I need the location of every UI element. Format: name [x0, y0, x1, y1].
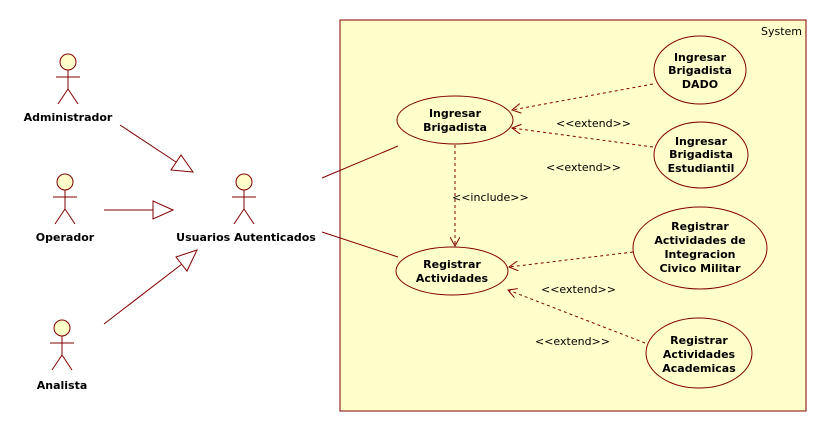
use-case-label: Brigadista — [423, 121, 487, 134]
extend-label: <<extend>> — [535, 335, 610, 348]
extend-academicas: <<extend>> — [508, 290, 646, 348]
actor-administrador[interactable]: Administrador — [24, 53, 113, 124]
include-label: <<include>> — [452, 191, 529, 204]
use-case-registrar-academicas[interactable]: Registrar Actividades Academicas — [645, 317, 753, 389]
actor-usuarios-autenticados[interactable]: Usuarios Autenticados — [176, 173, 316, 244]
generalization-operador — [104, 200, 175, 220]
use-case-label: Registrar — [423, 258, 481, 271]
use-case-label: Civico Militar — [659, 262, 741, 275]
actor-label: Operador — [36, 231, 95, 244]
use-case-label: Ingresar — [674, 51, 727, 64]
use-case-label: Registrar — [671, 220, 729, 233]
actor-label: Administrador — [24, 111, 113, 124]
association-ingresar — [321, 145, 399, 179]
use-case-registrar-actividades[interactable]: Registrar Actividades — [395, 246, 509, 296]
stick-figure-icon — [53, 173, 77, 225]
use-case-label: Brigadista — [668, 64, 732, 77]
association-registrar — [321, 231, 399, 258]
use-case-label: Ingresar — [429, 107, 482, 120]
use-case-ingresar-brigadista[interactable]: Ingresar Brigadista — [396, 95, 514, 145]
include-relation: <<include>> — [452, 145, 529, 246]
use-case-ingresar-brigadista-dado[interactable]: Ingresar Brigadista DADO — [653, 35, 747, 105]
extend-estudiantil: <<extend>> — [512, 128, 654, 174]
extend-dado: <<extend>> — [512, 83, 654, 130]
extend-label: <<extend>> — [546, 161, 621, 174]
stick-figure-icon — [50, 319, 74, 371]
use-case-label: Actividades de — [654, 234, 745, 247]
actor-label: Usuarios Autenticados — [176, 231, 316, 244]
stick-figure-icon — [232, 173, 256, 225]
actor-analista[interactable]: Analista — [37, 319, 88, 392]
generalization-analista — [103, 249, 198, 325]
use-case-label: Registrar — [670, 334, 728, 347]
use-case-label: Actividades — [416, 272, 489, 285]
use-case-label: Ingresar — [675, 135, 728, 148]
use-case-ingresar-brigadista-estudiantil[interactable]: Ingresar Brigadista Estudiantil — [653, 121, 749, 189]
extend-label: <<extend>> — [556, 117, 631, 130]
extend-integracion: <<extend>> — [509, 251, 634, 296]
actor-operador[interactable]: Operador — [36, 173, 95, 244]
use-case-label: DADO — [682, 78, 718, 91]
generalization-administrador — [119, 124, 195, 173]
use-case-label: Brigadista — [669, 148, 733, 161]
use-case-registrar-integracion[interactable]: Registrar Actividades de Integracion Civ… — [632, 206, 768, 290]
use-case-label: Integracion — [664, 248, 735, 261]
use-case-label: Estudiantil — [668, 162, 735, 175]
stick-figure-icon — [56, 53, 80, 105]
use-case-label: Actividades — [663, 348, 736, 361]
system-label: System — [761, 25, 802, 38]
use-case-label: Academicas — [662, 362, 736, 375]
extend-label: <<extend>> — [541, 283, 616, 296]
actor-label: Analista — [37, 379, 88, 392]
